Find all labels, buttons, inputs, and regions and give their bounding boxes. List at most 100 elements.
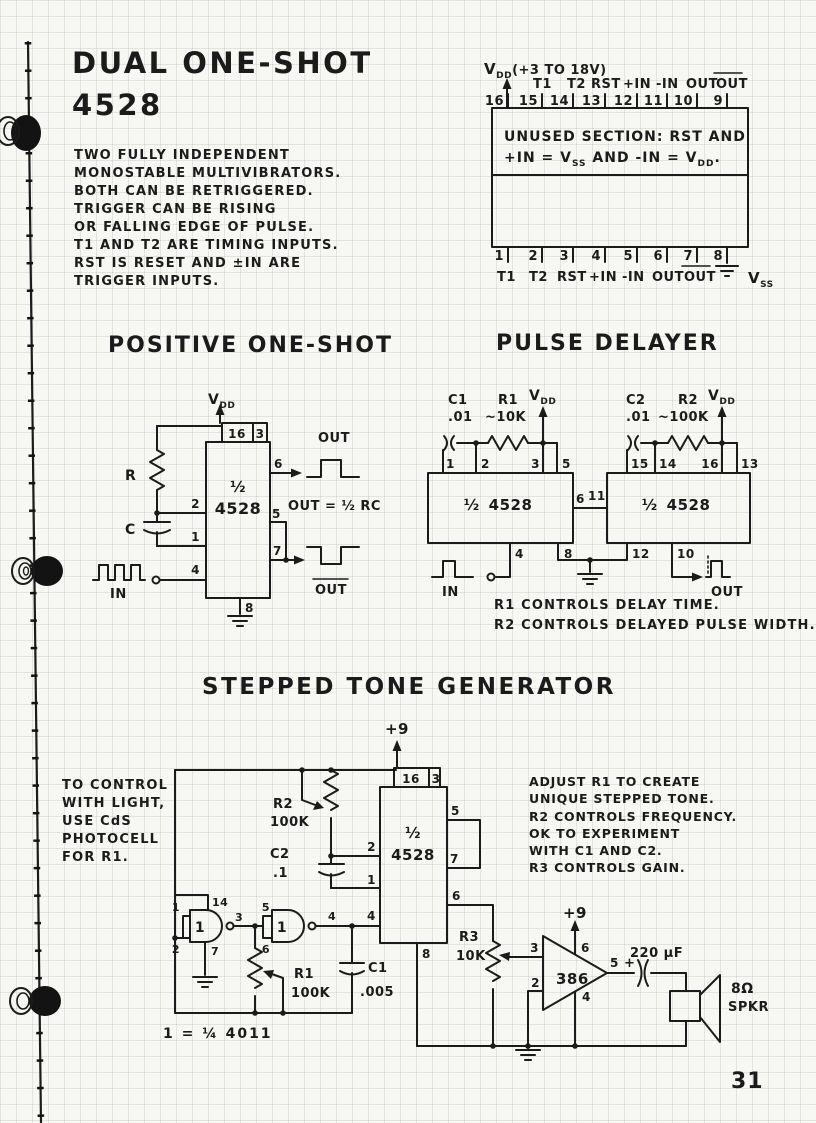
ground-icon [515, 1049, 541, 1061]
vdd-supply-label: VDD(+3 TO 18V) [484, 60, 607, 81]
gate-label: 1 [277, 920, 287, 936]
out-bar-label: OUT [315, 583, 347, 598]
pin-label: T1 [497, 270, 516, 285]
pulse-delayer-circuit: C1 .01 R1 ~10K VDD 1 2 3 5 [427, 388, 758, 600]
resistor-r2 [323, 769, 339, 811]
description-block: TWO FULLY INDEPENDENT MONOSTABLE MULTIVI… [74, 147, 341, 291]
pin-number: 14 [659, 457, 677, 471]
binding-hole [11, 556, 63, 586]
pin-label-out-bar: OUT [684, 270, 716, 285]
r1-value: 100K [291, 986, 331, 1001]
pin-number: 5 [272, 507, 281, 521]
pin-number: 6 [576, 492, 585, 506]
capacitor-220uf [637, 959, 649, 987]
pin-number: 5 [562, 457, 571, 471]
ground-icon [227, 615, 253, 627]
pin-label: +IN [589, 270, 617, 285]
pin-number: 12 [614, 94, 633, 109]
c1-label: C1 [368, 961, 388, 976]
unused-note-line1: UNUSED SECTION: RST AND [504, 129, 746, 145]
pin-number: 2 [172, 943, 180, 956]
amp-label: 386 [556, 970, 589, 988]
pin-label: RST [557, 270, 587, 285]
formula-label: OUT = ½ RC [288, 499, 381, 514]
note-line: USE CdS [62, 814, 132, 829]
pin-number: 7 [211, 945, 219, 958]
ground-icon [192, 976, 218, 988]
binding-hole [0, 115, 41, 151]
pin-number: 4 [191, 563, 200, 577]
resistor-r3 [485, 940, 501, 982]
c1-value: .005 [360, 985, 394, 1000]
pin-number: 12 [632, 547, 650, 561]
pin8-wire [557, 542, 591, 561]
gate1-input-bridge [182, 915, 191, 939]
waveform-input [92, 564, 146, 581]
input-terminal [486, 572, 496, 582]
description-line: TRIGGER INPUTS. [74, 274, 220, 289]
ic-label-half: ½ [230, 478, 246, 496]
pin-number: 11 [588, 489, 606, 503]
waveform-input [431, 560, 474, 578]
note-line: R3 CONTROLS GAIN. [529, 860, 686, 876]
ic-body [205, 441, 271, 599]
pin-number: 1 [367, 873, 376, 887]
delayer-note-2: R2 CONTROLS DELAYED PULSE WIDTH. [494, 618, 816, 633]
vdd-label: VDD [208, 392, 235, 411]
ic-power-tab [221, 422, 268, 443]
nand-gate-1: 1 [189, 909, 235, 943]
note-line: R2 CONTROLS FREQUENCY. [529, 808, 738, 824]
section-title-pulse-delayer: PULSE DELAYER [496, 331, 719, 356]
pin-number: 6 [581, 941, 590, 955]
pin-number: 1 [494, 249, 504, 264]
pin-number: 4 [582, 990, 591, 1004]
supply-arrow-icon [570, 920, 580, 931]
nand-gate-2: 1 [271, 909, 317, 943]
page-number: 31 [731, 1069, 764, 1094]
pin-number: 3 [432, 772, 441, 786]
pin-number: 4 [515, 547, 524, 561]
pin-number: 16 [701, 457, 719, 471]
c2-label: C2 [626, 393, 646, 408]
note-line: TO CONTROL [62, 778, 169, 793]
pin-number: 7 [683, 249, 693, 264]
c1-label: C1 [448, 393, 468, 408]
r2-value: 100K [270, 815, 310, 830]
waveform-output [705, 560, 731, 578]
pin-number: 4 [328, 910, 336, 923]
speaker-impedance: 8Ω [731, 981, 754, 997]
pin-number: 7 [450, 852, 459, 866]
pin-number: 16 [485, 94, 504, 109]
note-line: UNIQUE STEPPED TONE. [529, 791, 715, 807]
description-line: TRIGGER CAN BE RISING [74, 202, 277, 217]
ground-icon [715, 265, 739, 277]
gate-legend: 1 = ¼ 4011 [163, 1026, 273, 1042]
pin-number: 6 [262, 943, 270, 956]
pin-number: 5 [262, 901, 270, 914]
pin-number: 5 [451, 804, 460, 818]
pin-label: -IN [622, 270, 645, 285]
delayer-note-1: R1 CONTROLS DELAY TIME. [494, 598, 720, 613]
pin-number: 1 [172, 901, 180, 914]
pin-label: T1 [533, 77, 552, 92]
gate2-input-bridge [262, 915, 273, 939]
ic-body [491, 107, 749, 248]
description-line: T1 AND T2 ARE TIMING INPUTS. [74, 238, 339, 253]
pin-number: 8 [713, 249, 723, 264]
cap-value: 220 μF [630, 946, 683, 961]
page-title: DUAL ONE-SHOT [72, 46, 373, 80]
pin-number: 5 [610, 956, 619, 970]
speaker-top-wire [650, 972, 687, 992]
pin-number: 4 [591, 249, 601, 264]
note-line: FOR R1. [62, 850, 129, 865]
ic-label-part: 4528 [215, 499, 262, 518]
inverter-bubble [225, 921, 235, 931]
part-number: 4528 [72, 88, 163, 122]
pin-number: 16 [228, 427, 246, 441]
c2-label: C2 [270, 847, 290, 862]
vdd-label: VDD [529, 388, 556, 407]
pin5-7-loop [446, 819, 481, 869]
